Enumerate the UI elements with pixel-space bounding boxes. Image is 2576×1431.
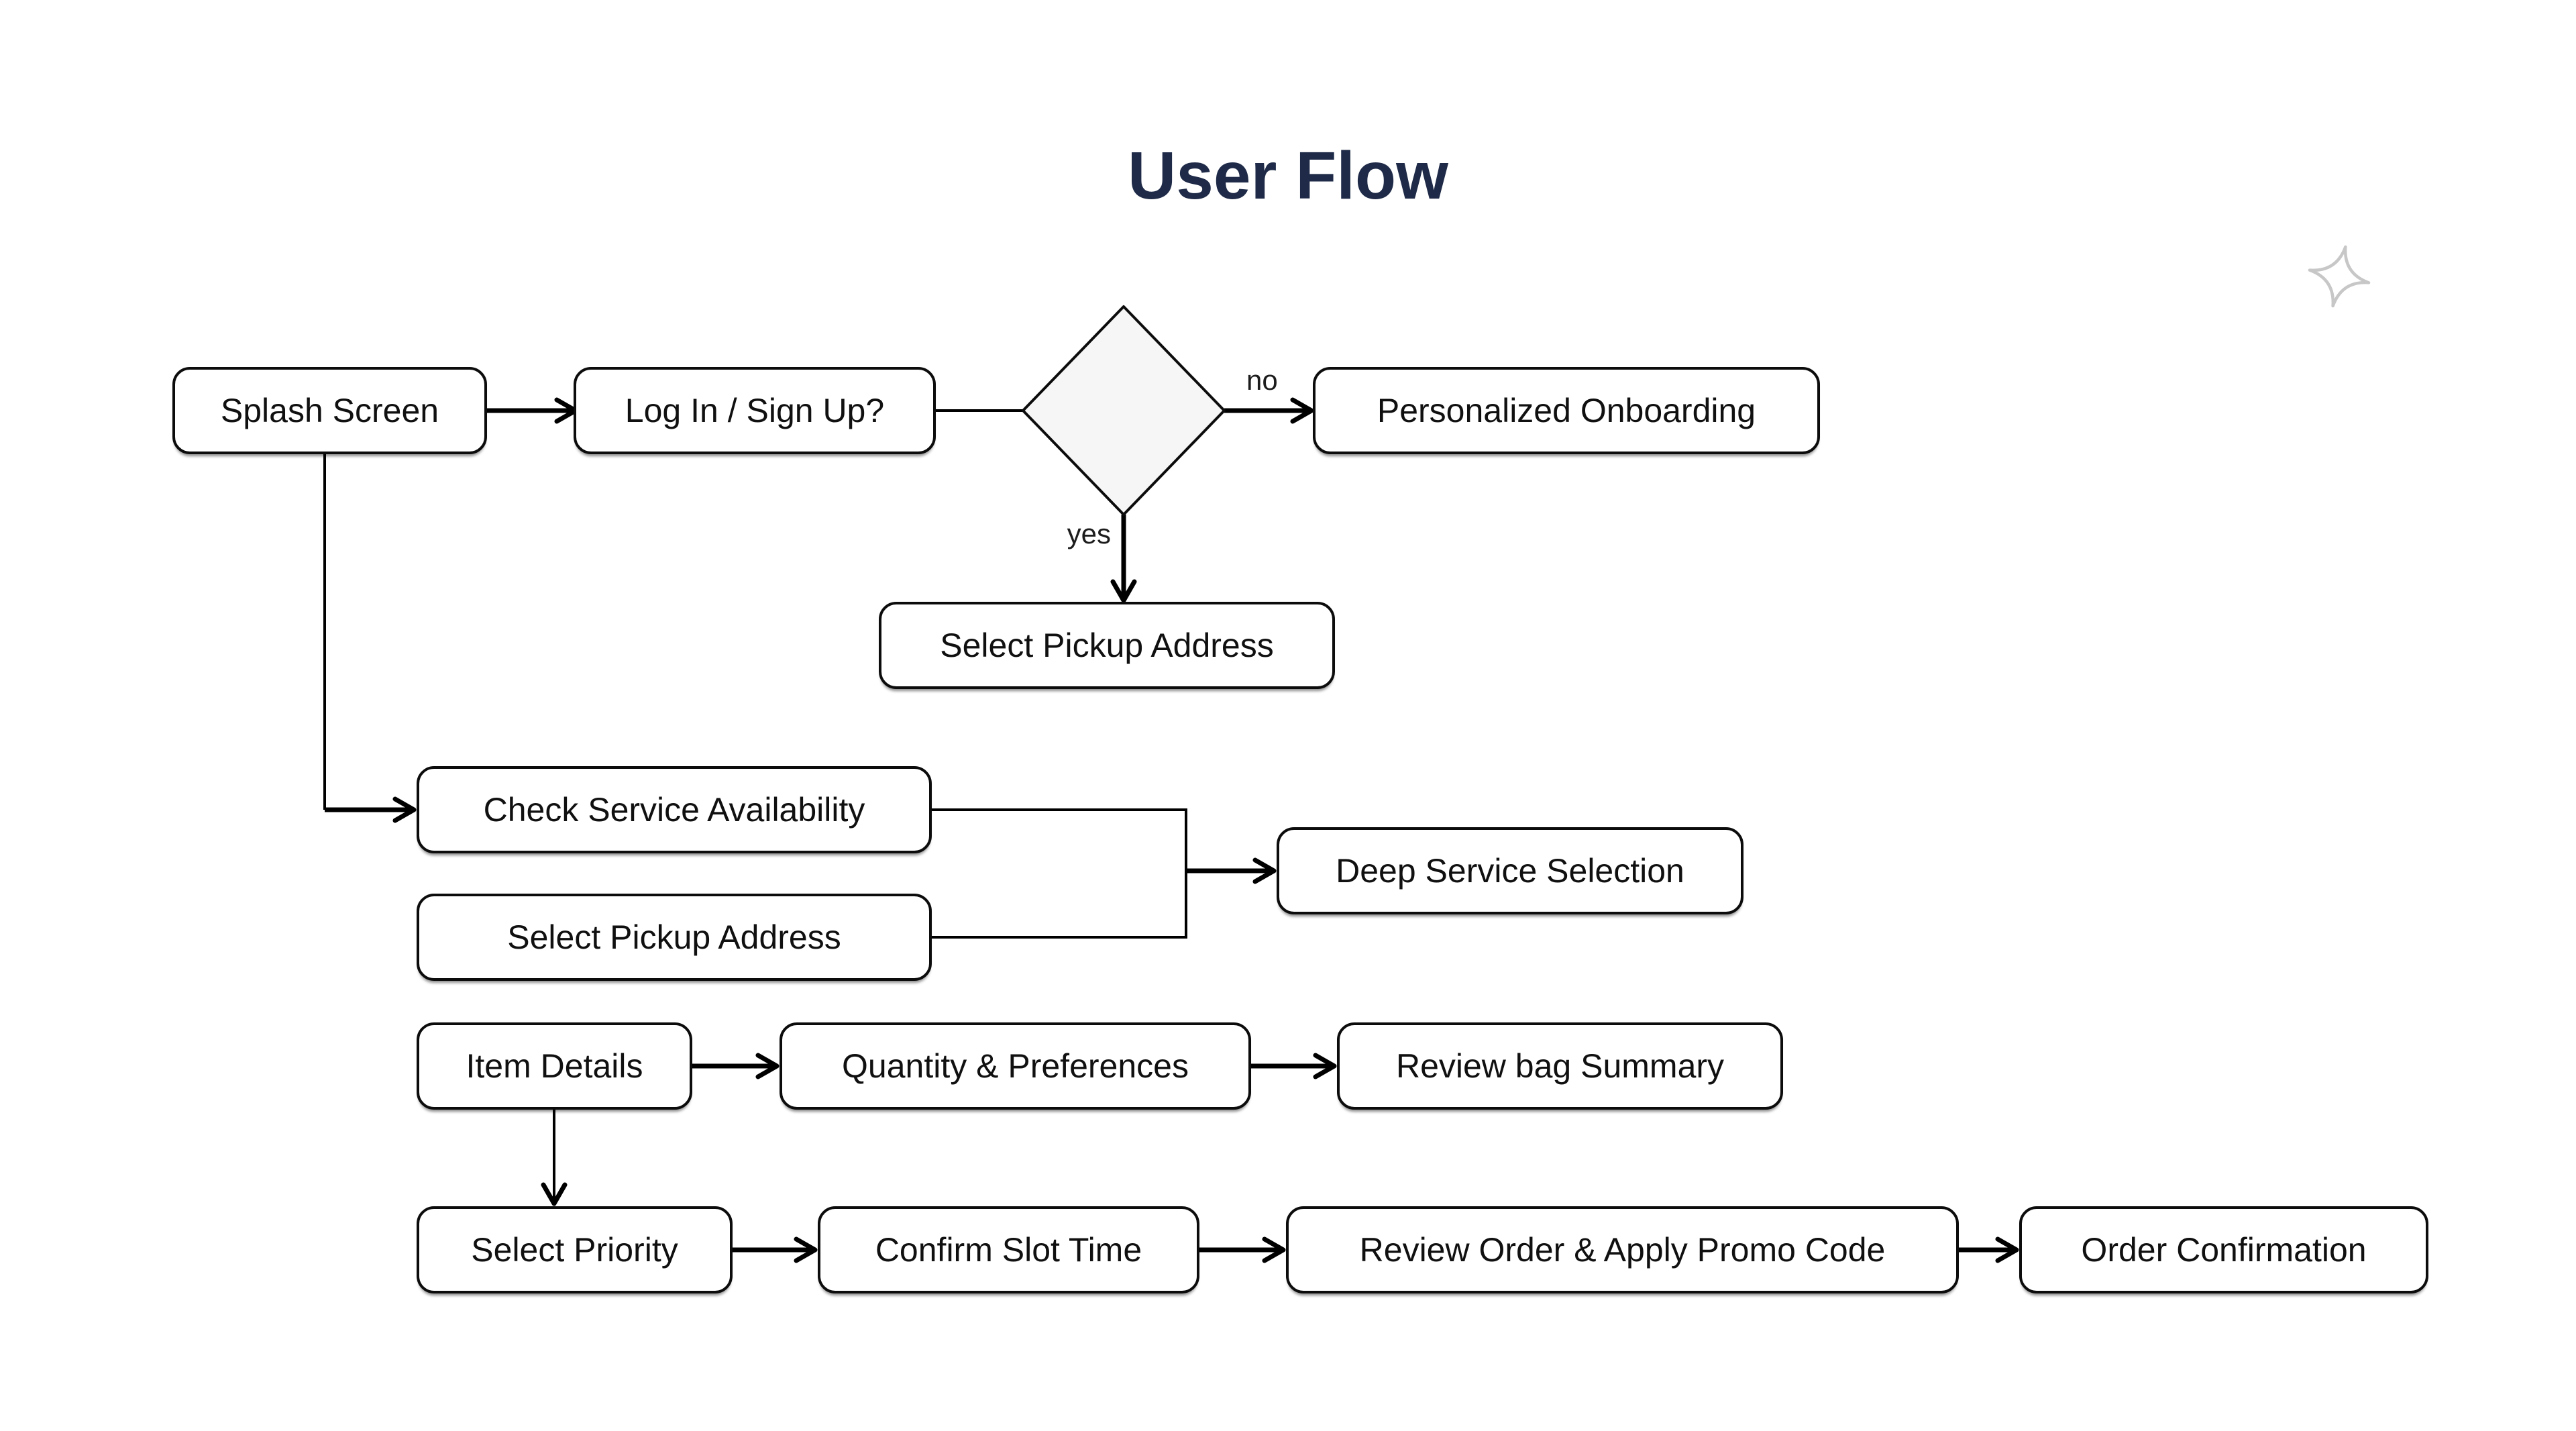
node-label: Quantity & Preferences [842,1047,1189,1085]
node-splash-screen[interactable]: Splash Screen [172,367,487,454]
node-label: Deep Service Selection [1336,852,1684,890]
decision-node[interactable] [1022,305,1226,516]
node-label: Confirm Slot Time [875,1231,1142,1269]
node-personalized-onboarding[interactable]: Personalized Onboarding [1313,367,1820,454]
sparkle-icon[interactable] [2304,241,2375,313]
node-item-details[interactable]: Item Details [417,1022,692,1110]
node-label: Log In / Sign Up? [625,392,885,429]
node-label: Item Details [466,1047,643,1085]
node-review-bag-summary[interactable]: Review bag Summary [1337,1022,1783,1110]
node-label: Check Service Availability [483,791,865,829]
node-quantity-preferences[interactable]: Quantity & Preferences [780,1022,1251,1110]
node-label: Select Pickup Address [507,918,841,956]
node-select-priority[interactable]: Select Priority [417,1206,733,1293]
node-review-order-promo[interactable]: Review Order & Apply Promo Code [1286,1206,1959,1293]
node-label: Review bag Summary [1395,1047,1725,1085]
node-label: Select Priority [471,1231,678,1269]
node-deep-service-selection[interactable]: Deep Service Selection [1277,827,1743,914]
node-select-pickup-address-1[interactable]: Select Pickup Address [879,602,1335,689]
node-check-service-availability[interactable]: Check Service Availability [417,766,932,853]
node-login-signup[interactable]: Log In / Sign Up? [574,367,936,454]
node-label: Personalized Onboarding [1377,392,1756,429]
node-label: Review Order & Apply Promo Code [1359,1231,1886,1269]
edge-label-yes: yes [1067,518,1111,549]
node-order-confirmation[interactable]: Order Confirmation [2019,1206,2428,1293]
node-select-pickup-address-2[interactable]: Select Pickup Address [417,894,932,981]
node-label: Select Pickup Address [940,627,1274,664]
edge-merge-bracket [932,808,1187,939]
edge-label-no: no [1246,364,1278,396]
page-title: User Flow [1128,138,1448,213]
node-label: Order Confirmation [2081,1231,2367,1269]
node-label: Splash Screen [220,392,439,429]
node-confirm-slot-time[interactable]: Confirm Slot Time [818,1206,1199,1293]
